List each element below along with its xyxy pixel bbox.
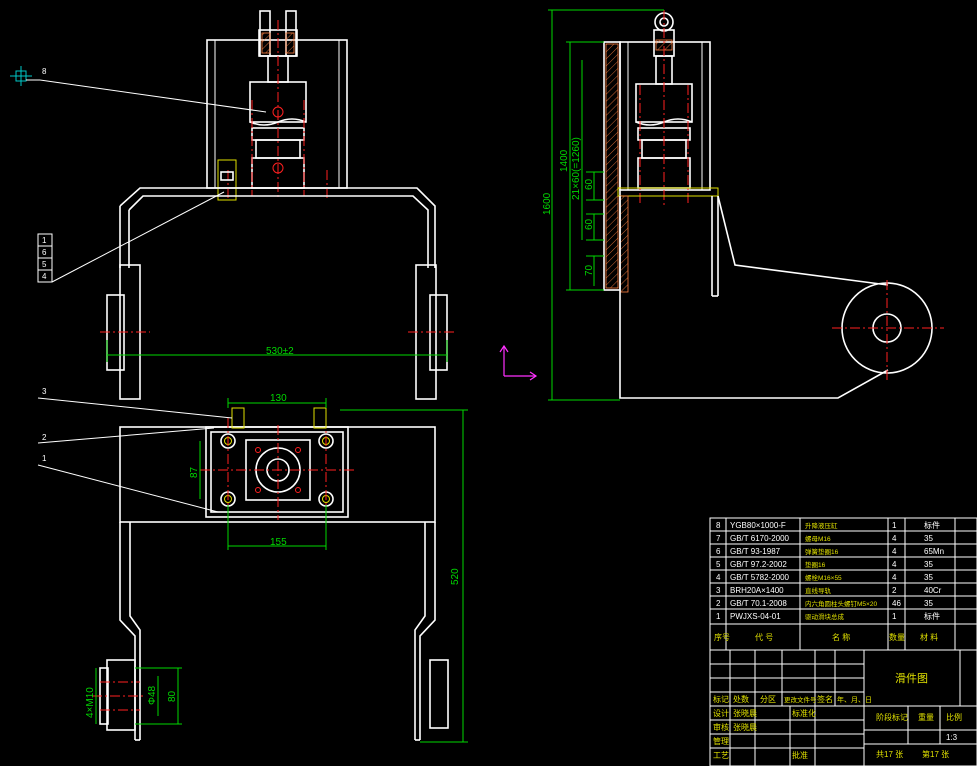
bom-cell-name: 内六角圆柱头螺钉M5×20 [805, 599, 877, 608]
title-block: 滑件图 标记 处数 分区 更改文件号 签名 年、月、日 设计 张晓晨 标准化 审… [709, 649, 977, 766]
dim-70: 70 [584, 264, 595, 276]
balloon-1b: 1 [42, 454, 47, 463]
bom-cell-name: 升降液压缸 [805, 521, 838, 530]
balloon-5: 5 [42, 260, 47, 269]
bom-rows: 8 YGB80×1000-F 升降液压缸 1 标件 7 GB/T 6170-2000 螺母M1… [716, 520, 944, 621]
bom-cell-qty: 4 [892, 573, 897, 582]
dim-130: 130 [270, 393, 287, 404]
bom-cell-no: 8 [716, 521, 721, 530]
drawing-name: 滑件图 [895, 672, 928, 685]
bom-cell-name: 螺母M16 [805, 534, 831, 543]
signer-1: 张晓晨 [733, 722, 757, 732]
dim-87: 87 [189, 466, 200, 478]
dim-530: 530±2 [266, 346, 294, 357]
bom-cell-code: YGB80×1000-F [730, 521, 786, 530]
bom-cell-code: GB/T 6170-2000 [730, 534, 790, 543]
bom-table: 8 YGB80×1000-F 升降液压缸 1 标件 7 GB/T 6170-2000 螺母M1… [709, 517, 977, 651]
role-1: 审核 [713, 722, 729, 732]
bom-cell-mat: 35 [924, 534, 933, 543]
rev-h-3: 更改文件号 [784, 695, 817, 704]
bom-header-no: 序号 [714, 632, 730, 642]
bom-cell-qty: 4 [892, 547, 897, 556]
bom-cell-code: GB/T 5782-2000 [730, 573, 790, 582]
dim-60a: 60 [584, 178, 595, 190]
stage-label: 阶段标记 [876, 712, 908, 722]
bom-cell-name: 直线导轨 [805, 586, 832, 595]
bom-cell-no: 1 [716, 612, 721, 621]
role-3: 工艺 [713, 751, 729, 760]
dim-4xm10: 4×M10 [85, 687, 96, 718]
rev-h-1: 处数 [733, 694, 749, 704]
bom-cell-name: 弹簧垫圈16 [805, 547, 839, 556]
balloon-6: 6 [42, 248, 47, 257]
bom-header-qty: 数量 [889, 632, 905, 642]
rev-h-0: 标记 [713, 694, 729, 704]
balloon-2: 2 [42, 433, 47, 442]
balloon-3: 3 [42, 387, 47, 396]
bom-header-name: 名 称 [832, 632, 850, 642]
role-mark-0: 标准化 [792, 708, 816, 718]
bom-cell-code: PWJXS-04-01 [730, 612, 781, 621]
dim-1400: 1400 [559, 149, 570, 172]
bom-cell-mat: 标件 [924, 520, 940, 530]
bom-cell-no: 5 [716, 560, 721, 569]
role-2: 管理 [713, 736, 729, 746]
top-view: 130 87 155 520 4×M10 Φ48 80 3 2 1 [37, 387, 468, 743]
bom-cell-qty: 46 [892, 599, 901, 608]
total-sheets: 共17 张 [876, 750, 903, 759]
bom-cell-code: BRH20A×1400 [730, 586, 784, 595]
rev-h-2: 分区 [760, 695, 776, 704]
bom-header-mat: 材 料 [920, 632, 938, 642]
dim-21x60: 21×60(=1260) [571, 137, 582, 200]
scale-label: 比例 [946, 712, 962, 722]
balloon-4: 4 [42, 272, 47, 281]
balloon-8: 8 [42, 67, 47, 76]
bom-cell-qty: 4 [892, 534, 897, 543]
ucs-axis-icon [499, 344, 538, 381]
dim-phi48: Φ48 [147, 685, 158, 705]
dim-155: 155 [270, 537, 287, 548]
front-view: 530±2 8 1 6 5 4 [10, 10, 455, 400]
bom-cell-no: 4 [716, 573, 721, 582]
bom-header-code: 代 号 [755, 632, 773, 642]
dim-520: 520 [450, 568, 461, 585]
bom-cell-mat: 65Mn [924, 547, 944, 556]
bom-cell-no: 6 [716, 547, 721, 556]
bom-cell-qty: 2 [892, 586, 897, 595]
dim-60b: 60 [584, 218, 595, 230]
dim-1600: 1600 [542, 192, 553, 215]
role-mark-1: 批准 [792, 750, 808, 760]
bom-cell-mat: 标件 [924, 611, 940, 621]
bom-cell-code: GB/T 70.1-2008 [730, 599, 787, 608]
bom-cell-qty: 4 [892, 560, 897, 569]
bom-cell-no: 2 [716, 599, 721, 608]
signer-0: 张晓晨 [733, 708, 757, 718]
sheet-no: 第17 张 [922, 749, 949, 759]
bom-cell-mat: 35 [924, 573, 933, 582]
bom-cell-name: 螺栓M16×55 [805, 573, 842, 582]
bom-cell-no: 3 [716, 586, 721, 595]
weight-label: 重量 [918, 712, 934, 722]
bom-cell-mat: 35 [924, 599, 933, 608]
rev-h-5: 年、月、日 [837, 695, 872, 704]
scale-value: 1:3 [946, 733, 958, 742]
bom-cell-no: 7 [716, 534, 721, 543]
bom-cell-code: GB/T 93-1987 [730, 547, 781, 556]
bom-cell-mat: 35 [924, 560, 933, 569]
dim-80: 80 [167, 690, 178, 702]
role-0: 设计 [713, 708, 729, 718]
bom-cell-code: GB/T 97.2-2002 [730, 560, 787, 569]
balloon-1: 1 [42, 236, 47, 245]
bom-cell-qty: 1 [892, 521, 897, 530]
bom-cell-name: 驱动滑块总成 [805, 612, 845, 621]
bom-cell-qty: 1 [892, 612, 897, 621]
side-view: 1600 1400 21×60(=1260) 60 60 70 [542, 9, 944, 401]
bom-cell-name: 垫圈16 [805, 560, 826, 569]
bom-cell-mat: 40Cr [924, 586, 942, 595]
rev-h-4: 签名 [817, 694, 833, 704]
crosshair-cursor-icon [10, 66, 32, 86]
